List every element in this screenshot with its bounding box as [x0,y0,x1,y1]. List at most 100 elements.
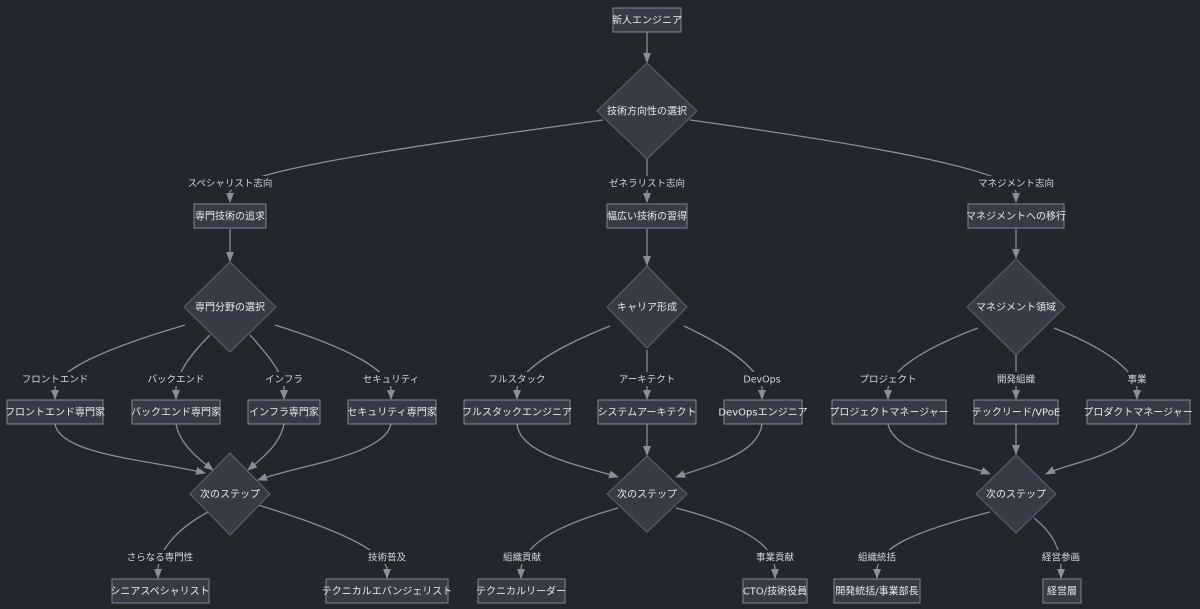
label-business: 事業 [1127,374,1147,386]
label-further-specialty: さらなる専門性 [127,552,194,564]
node-executive[interactable]: 経営層 [1042,578,1082,604]
edge-frontend-next [54,423,206,475]
node-pursue-specialty[interactable]: 専門技術の追求 [193,203,267,229]
node-pursue-specialty-label: 専門技術の追求 [195,210,265,223]
node-broad-skills-label: 幅広い技術の習得 [607,210,687,223]
decision-next-step-3-label: 次のステップ [986,488,1046,501]
node-frontend-expert[interactable]: フロントエンド専門家 [5,399,105,425]
label-org-contribution: 組織貢献 [503,552,542,564]
node-devops-engineer-label: DevOpsエンジニア [718,408,807,419]
node-technical-leader[interactable]: テクニカルリーダー [476,578,566,604]
node-product-manager-label: プロダクトマネージャー [1083,406,1192,419]
label-infra: インフラ [265,375,303,386]
decision-career-formation-label: キャリア形成 [617,302,677,314]
label-architect: アーキテクト [619,375,675,386]
edge-infra-next [247,423,285,471]
decision-next-step-1[interactable]: 次のステップ [189,452,271,536]
node-security-expert-label: セキュリティ専門家 [347,406,436,419]
node-frontend-expert-label: フロントエンド専門家 [5,406,105,419]
label-dev-org: 開発組織 [997,374,1036,386]
decision-next-step-3[interactable]: 次のステップ [975,454,1057,534]
node-security-expert[interactable]: セキュリティ専門家 [347,399,437,425]
node-fullstack-engineer[interactable]: フルスタックエンジニア [462,399,572,425]
edge-fullstack-next [516,423,619,479]
node-system-architect[interactable]: システムアーキテクト [597,399,697,425]
edge-further-specialty [154,511,209,579]
node-system-architect-label: システムアーキテクト [597,407,696,419]
decision-direction-label: 技術方向性の選択 [607,105,687,118]
label-management: マネジメント志向 [978,178,1054,190]
edge-devops [683,325,766,400]
label-fullstack: フルスタック [488,375,545,386]
edge-devops-next [675,423,763,478]
label-org-integration: 組織統括 [858,552,897,564]
decision-next-step-2-label: 次のステップ [617,488,677,501]
edge-frontend [51,324,186,400]
decision-next-step-1-label: 次のステップ [200,488,260,501]
edge-labels: スペシャリスト志向 ゼネラリスト志向 マネジメント志向 フロントエンド バックエ… [20,176,1149,564]
label-specialist: スペシャリスト志向 [188,178,273,190]
decision-management-area[interactable]: マネジメント領域 [966,258,1066,356]
node-technical-leader-label: テクニカルリーダー [476,585,566,598]
label-security: セキュリティ [363,375,419,386]
edge-product-next [1045,423,1138,475]
label-generalist: ゼネラリスト志向 [609,178,685,190]
node-executive-label: 経営層 [1047,585,1077,598]
node-newcomer-label: 新人エンジニア [612,14,682,27]
edge-project [884,327,979,400]
node-project-manager[interactable]: プロジェクトマネージャー [829,399,949,425]
edge-org-contribution [517,507,619,579]
node-dev-org-head-label: 開発統括/事業部長 [835,585,918,598]
node-backend-expert-label: バックエンド専門家 [131,406,221,419]
label-business-contribution: 事業貢献 [756,552,795,564]
edge-direction-specialist [226,119,604,203]
node-cto[interactable]: CTO/技術役員 [742,578,808,604]
label-project: プロジェクト [859,375,916,386]
node-tech-evangelist[interactable]: テクニカルエバンジェリスト [322,578,453,604]
node-infra-expert-label: インフラ専門家 [249,406,319,419]
edge-backend [172,334,211,400]
label-frontend: フロントエンド [22,375,89,386]
nodes: 新人エンジニア 技術方向性の選択 専門技術の追求 幅広い技術の習得 マネジメント… [5,7,1193,604]
label-devops: DevOps [743,375,780,386]
node-move-to-management-label: マネジメントへの移行 [966,210,1066,223]
node-move-to-management[interactable]: マネジメントへの移行 [966,203,1066,229]
node-backend-expert[interactable]: バックエンド専門家 [131,399,221,425]
node-tech-lead-label: テックリード/VPoE [972,407,1060,419]
node-project-manager-label: プロジェクトマネージャー [829,407,948,419]
label-tech-spread: 技術普及 [368,552,407,564]
edge-backend-next [175,423,214,471]
edge-security-next [257,423,392,481]
node-senior-specialist[interactable]: シニアスペシャリスト [110,578,210,604]
node-infra-expert[interactable]: インフラ専門家 [247,399,321,425]
node-broad-skills[interactable]: 幅広い技術の習得 [606,203,688,229]
decision-management-area-label: マネジメント領域 [976,301,1056,314]
node-tech-evangelist-label: テクニカルエバンジェリスト [322,586,453,598]
node-product-manager[interactable]: プロダクトマネージャー [1083,399,1193,425]
label-backend: バックエンド [147,375,204,386]
node-cto-label: CTO/技術役員 [743,585,807,598]
decision-career-formation[interactable]: キャリア形成 [606,265,688,349]
edge-business-contribution [675,507,779,579]
edge-project-next [887,423,991,475]
decision-specialty-choice[interactable]: 専門分野の選択 [183,261,277,353]
edge-business [1053,327,1141,400]
edge-management-participation [1033,517,1065,579]
edge-security [274,324,395,400]
edge-fullstack [513,325,611,400]
node-fullstack-engineer-label: フルスタックエンジニア [462,407,572,419]
node-devops-engineer[interactable]: DevOpsエンジニア [718,399,808,425]
edge-direction-management [689,119,1020,203]
decision-specialty-choice-label: 専門分野の選択 [195,301,265,314]
label-management-participation: 経営参画 [1042,552,1080,564]
edge-org-integration [873,511,991,579]
decision-next-step-2[interactable]: 次のステップ [606,455,688,533]
edge-infra [249,334,288,400]
node-tech-lead[interactable]: テックリード/VPoE [972,399,1060,425]
node-dev-org-head[interactable]: 開発統括/事業部長 [833,578,921,604]
decision-direction[interactable]: 技術方向性の選択 [596,62,698,160]
edge-tech-spread [257,504,391,579]
node-senior-specialist-label: シニアスペシャリスト [110,587,209,598]
node-newcomer[interactable]: 新人エンジニア [612,7,682,33]
